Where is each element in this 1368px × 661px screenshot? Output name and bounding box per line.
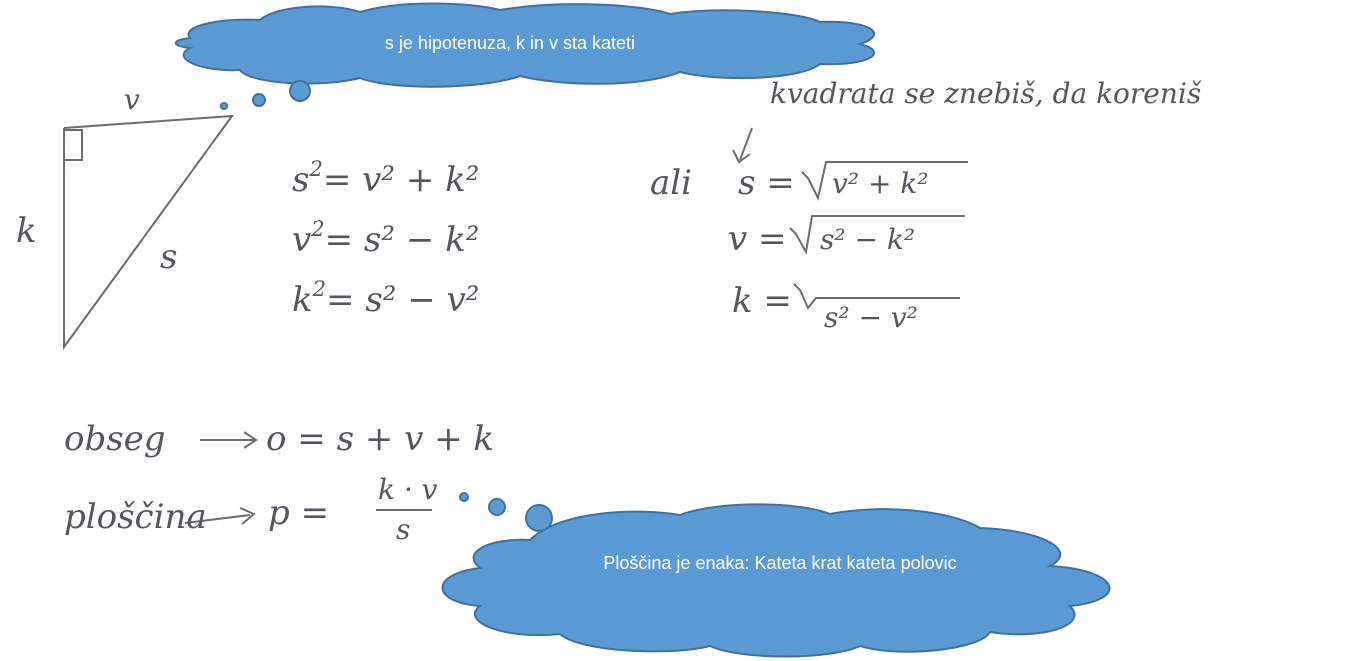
root-formula-v-lhs: v =	[728, 219, 787, 259]
note-text: kvadrata se znebiš, da koreniš	[770, 77, 1202, 110]
top-callout-text: s je hipotenuza, k in v sta kateti	[384, 33, 636, 53]
root-signs	[789, 161, 968, 310]
area-numerator: k · v	[378, 473, 438, 506]
formula-exponent: 2	[311, 216, 325, 241]
root-formula-s-lhs: s =	[738, 163, 795, 203]
root-sign-1	[801, 161, 968, 201]
perimeter-arrow	[200, 431, 258, 449]
triangle-label-k: k	[16, 211, 37, 251]
root-formula-s-radicand: v² + k²	[832, 167, 929, 200]
ali-label: ali	[650, 163, 693, 203]
triangle-outline	[63, 114, 235, 351]
right-angle-marker	[63, 129, 83, 161]
formula-lhs: v	[292, 219, 312, 260]
formula-exponent: 2	[312, 276, 327, 301]
perimeter-formula: o = s + v + k	[266, 419, 495, 459]
root-sign-2	[789, 215, 965, 255]
area-word: ploščina	[64, 497, 207, 537]
area-lhs: p =	[268, 493, 330, 533]
top-cloud-callout	[174, 2, 875, 110]
note-arrow	[732, 127, 753, 164]
formula-exponent: 2	[309, 156, 323, 181]
triangle-label-v: v	[124, 83, 140, 116]
right-triangle	[63, 114, 235, 351]
bottom-cloud-callout	[441, 492, 1111, 658]
root-formula-k-radicand: s² − v²	[824, 301, 918, 334]
formula-lhs: s	[292, 159, 310, 200]
area-denominator: s	[396, 513, 411, 546]
triangle-label-s: s	[160, 237, 178, 277]
formula-rhs: = s² − k²	[324, 219, 480, 260]
formula-s-squared: s2= v² + k²	[292, 158, 479, 197]
formula-rhs: = v² + k²	[322, 159, 480, 200]
formula-k-squared: k2= s² − v²	[292, 278, 479, 317]
bottom-callout-text: Ploščina je enaka: Kateta krat kateta po…	[603, 553, 957, 573]
root-formula-k-lhs: k =	[732, 281, 792, 321]
root-sign-3	[793, 283, 960, 310]
formula-lhs: k	[292, 279, 313, 320]
root-formula-v-radicand: s² − k²	[820, 223, 916, 256]
perimeter-word: obseg	[64, 419, 166, 459]
area-arrow	[184, 507, 256, 525]
formula-v-squared: v2= s² − k²	[292, 218, 479, 257]
formula-rhs: = s² − v²	[326, 279, 480, 320]
